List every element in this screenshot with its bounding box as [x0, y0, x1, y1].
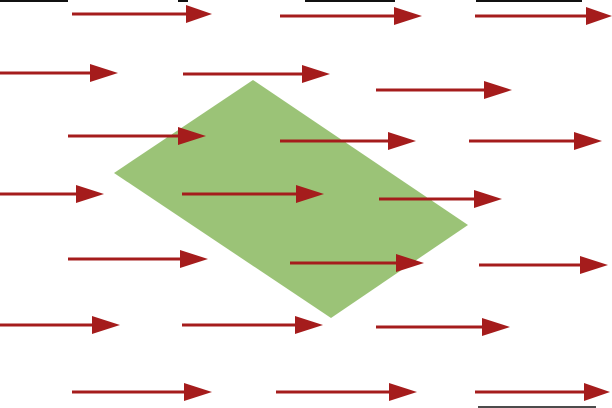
right-arrow-icon — [0, 64, 118, 82]
right-arrow-icon — [280, 7, 422, 25]
right-arrow-icon — [475, 7, 612, 25]
parallelogram-surface — [114, 80, 468, 318]
right-arrow-icon — [376, 81, 512, 99]
right-arrow-icon — [379, 190, 502, 208]
right-arrow-icon — [280, 132, 416, 150]
right-arrow-icon — [469, 132, 602, 150]
right-arrow-icon — [290, 254, 424, 272]
right-arrow-icon — [68, 250, 208, 268]
right-arrow-icon — [475, 383, 610, 401]
right-arrow-icon — [72, 383, 212, 401]
right-arrow-icon — [182, 316, 323, 334]
right-arrow-icon — [376, 318, 510, 336]
right-arrow-icon — [68, 127, 206, 145]
right-arrow-icon — [0, 316, 120, 334]
right-arrow-icon — [183, 65, 330, 83]
right-arrow-icon — [182, 185, 324, 203]
right-arrow-icon — [0, 185, 104, 203]
right-arrow-icon — [479, 256, 608, 274]
vector-field-arrows — [0, 5, 612, 401]
right-arrow-icon — [276, 383, 417, 401]
right-arrow-icon — [72, 5, 212, 23]
